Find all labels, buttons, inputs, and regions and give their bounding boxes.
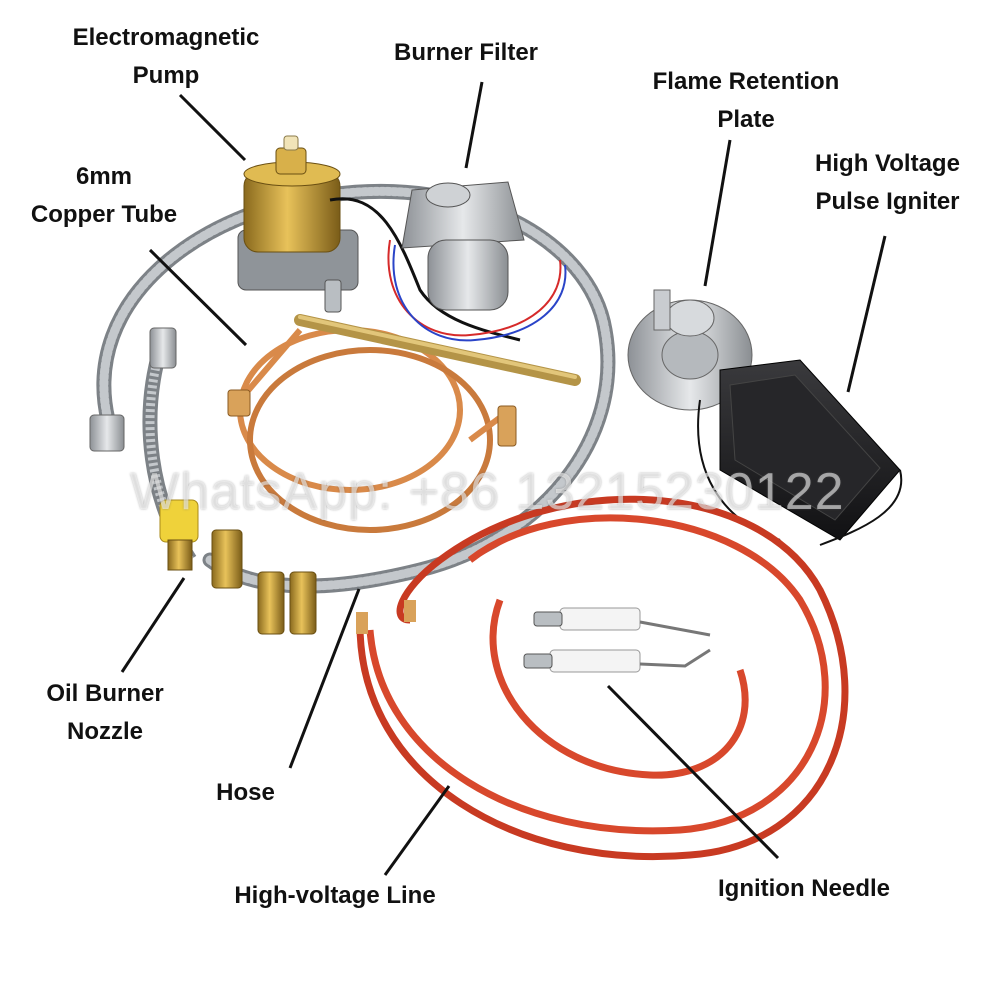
- electromagnetic-pump: [237, 135, 521, 342]
- flame-retention-plate: [627, 289, 753, 411]
- leader-nozzle: [120, 577, 186, 673]
- leader-hvline: [383, 785, 451, 876]
- leader-plate: [703, 139, 732, 287]
- leader-lines: [120, 81, 887, 876]
- high-voltage-lines: [356, 495, 849, 861]
- braided-hose: [89, 183, 616, 594]
- label-high-voltage-line: High-voltage Line: [234, 882, 436, 909]
- leader-hose: [288, 588, 361, 769]
- oil-burner-nozzles: [159, 499, 317, 635]
- leader-copper: [148, 248, 248, 347]
- leader-needle: [606, 684, 780, 860]
- label-ignition-needle: Ignition Needle: [717, 875, 890, 902]
- leader-filter: [464, 81, 484, 169]
- brass-rod: [294, 314, 581, 386]
- ignition-needles: [523, 607, 711, 673]
- leader-pump: [178, 93, 247, 162]
- leader-igniter: [846, 235, 887, 393]
- burner-filter: [387, 181, 567, 342]
- label-burner-filter: Burner Filter: [393, 39, 539, 66]
- watermark-text: WhatsApp: +86 13215230122: [130, 463, 845, 521]
- label-hose: Hose: [216, 779, 275, 806]
